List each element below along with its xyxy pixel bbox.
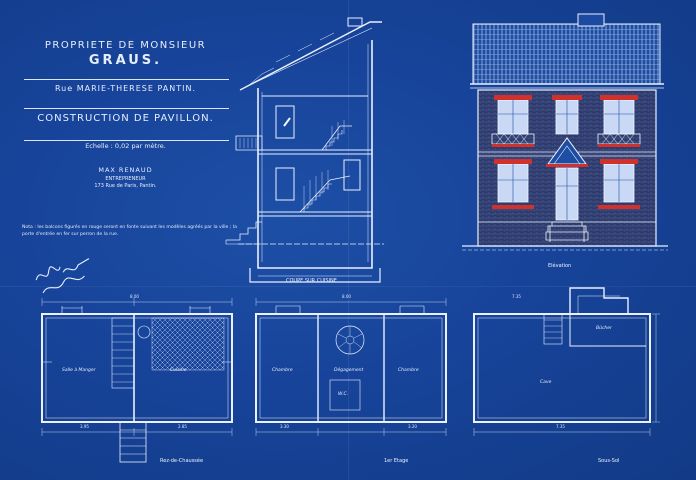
room-label-dining: Salle à Manger	[62, 368, 96, 373]
room-label-cellar: Cave	[540, 380, 552, 385]
dimension-label: 3.20	[408, 424, 417, 429]
address: Rue MARIE-THERESE PANTIN.	[54, 84, 197, 93]
room-label-coal: Bûcher	[596, 326, 612, 331]
signature-mark	[35, 258, 90, 294]
dimension-label: 3.95	[80, 424, 89, 429]
title-block: PROPRIETE DE MONSIEUR GRAUS. Rue MARIE-T…	[18, 40, 233, 189]
owner-name: GRAUS.	[88, 53, 163, 68]
first-floor-plan	[255, 298, 447, 436]
dimension-label: 3.30	[280, 424, 289, 429]
ground-floor-caption: Rez-de-Chaussée	[160, 458, 204, 464]
title-underline	[24, 79, 229, 80]
paper-fold-vertical	[348, 0, 349, 480]
elevation-caption: Elévation	[548, 263, 572, 269]
address-underline	[24, 108, 229, 109]
contractor-address: 173 Rue de Paris, Pantin.	[94, 183, 157, 189]
dimension-label: 8.00	[342, 294, 351, 299]
section-caption: COUPE SUR CUISINE	[286, 278, 337, 284]
room-label-kitchen: Cuisine	[170, 368, 187, 373]
room-label-toilet: W.C.	[338, 392, 349, 397]
room-label-bedroom-right: Chambre	[398, 368, 419, 373]
section-drawing	[225, 17, 384, 283]
ground-floor-plan	[41, 298, 233, 463]
basement-caption: Sous-Sol	[598, 458, 620, 464]
scale-label: Echelle : 0,02 par mètre.	[85, 142, 166, 150]
basement-plan	[473, 287, 660, 436]
dimension-label: 7.35	[556, 424, 565, 429]
building-note: Nota : les balcons figurés en rouge sero…	[22, 225, 237, 237]
elevation-drawing	[462, 13, 668, 251]
dimension-label: 8.00	[130, 294, 139, 299]
dimension-label: 2.85	[178, 424, 187, 429]
dimension-label: 7.35	[512, 294, 521, 299]
first-floor-caption: 1er Etage	[384, 458, 409, 464]
contractor-name: MAX RENAUD	[98, 166, 153, 174]
paper-fold-horizontal	[0, 286, 696, 287]
project-title: CONSTRUCTION DE PAVILLON.	[37, 113, 214, 124]
room-label-landing: Dégagement	[334, 368, 364, 373]
contractor-role: ENTREPRENEUR	[105, 176, 146, 182]
title-line: PROPRIETE DE MONSIEUR	[44, 40, 207, 51]
room-label-bedroom-left: Chambre	[272, 368, 293, 373]
project-underline	[24, 140, 229, 141]
